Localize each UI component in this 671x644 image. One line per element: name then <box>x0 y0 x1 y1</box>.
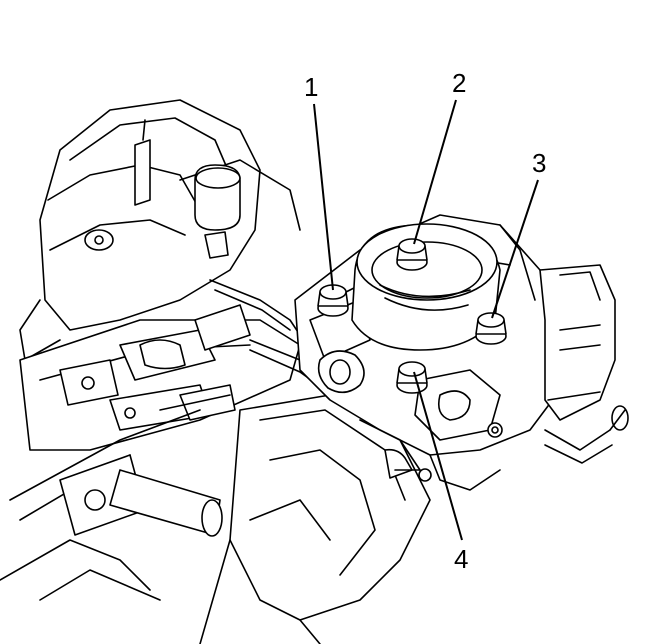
callout-line-2 <box>413 99 457 245</box>
manifold-sensor <box>194 164 241 259</box>
throttle-actuator-connector <box>539 264 616 421</box>
callout-line-3 <box>491 179 539 319</box>
callout-number-4: 4 <box>454 544 468 574</box>
bolt-1 <box>317 284 349 317</box>
intake-manifold <box>19 99 301 361</box>
bolt-4 <box>396 361 428 394</box>
callout-number-3: 3 <box>532 148 546 178</box>
bolt-3 <box>475 312 507 345</box>
callout-number-2: 2 <box>452 68 466 98</box>
fuel-rail-assembly <box>0 304 301 601</box>
callout-number-1: 1 <box>304 72 318 102</box>
callout-line-1 <box>313 103 334 291</box>
callout-line-4 <box>413 371 463 541</box>
coolant-pipe <box>544 405 629 464</box>
bolt-2 <box>396 238 428 271</box>
